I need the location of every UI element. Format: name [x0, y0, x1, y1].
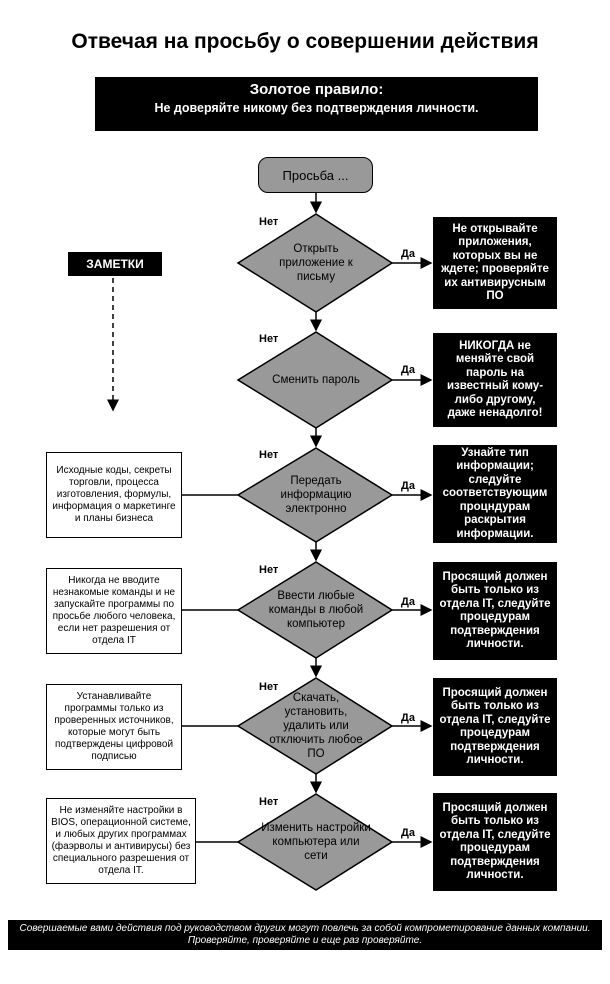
yes-label-1: Да: [401, 248, 415, 260]
decision-diamond-5: [236, 677, 394, 775]
no-label-5: Нет: [259, 681, 279, 693]
note-box-6: Не изменяйте настройки в BIOS, операцион…: [46, 798, 196, 884]
action-box-1: Не открывайте приложения, которых вы не …: [433, 217, 557, 309]
decision-label-1: Открыть приложение к письму: [279, 243, 353, 283]
yes-label-2: Да: [401, 364, 415, 376]
no-label-2: Нет: [259, 333, 279, 345]
decision-diamond-2: [236, 331, 394, 429]
no-label-3: Нет: [259, 449, 279, 461]
decision-diamond-3: [236, 447, 394, 543]
note-box-4: Никогда не вводите незнакомые команды и …: [46, 568, 182, 654]
golden-rule-text: Не доверяйте никому без подтверждения ли…: [154, 101, 479, 115]
decision-label-4: Ввести любые команды в любой компьютер: [268, 590, 364, 630]
no-label-6: Нет: [259, 796, 279, 808]
golden-rule-box: Золотое правило: Не доверяйте никому без…: [95, 77, 538, 131]
yes-label-6: Да: [401, 827, 415, 839]
yes-label-5: Да: [401, 712, 415, 724]
action-box-3: Узнайте тип информации; следуйте соответ…: [433, 445, 557, 543]
note-box-3: Исходные коды, секреты торговли, процесс…: [46, 452, 182, 538]
decision-diamond-4: [236, 561, 394, 659]
yes-label-3: Да: [401, 480, 415, 492]
notes-label: ЗАМЕТКИ: [68, 252, 162, 276]
decision-label-6: Изменить настройки компьютера или сети: [261, 822, 371, 862]
action-box-2: НИКОГДА не меняйте свой пароль на извест…: [433, 333, 557, 427]
decision-diamond-1: [236, 213, 394, 313]
note-box-5: Устанавливайте программы только из прове…: [46, 684, 182, 770]
decision-diamond-6: [236, 793, 394, 891]
start-node: Просьба ...: [258, 157, 373, 193]
action-box-4: Просящий должен быть только из отдела IT…: [433, 562, 557, 660]
golden-rule-title: Золотое правило:: [249, 81, 384, 98]
action-box-5: Просящий должен быть только из отдела IT…: [433, 678, 557, 776]
no-label-1: Нет: [259, 216, 279, 228]
no-label-4: Нет: [259, 564, 279, 576]
page-title: Отвечая на просьбу о совершении действия: [71, 30, 539, 53]
yes-label-4: Да: [401, 596, 415, 608]
footer-warning: Совершаемые вами действия под руководств…: [8, 920, 602, 950]
action-box-6: Просящий должен быть только из отдела IT…: [433, 793, 557, 891]
decision-label-2: Сменить пароль: [272, 374, 360, 386]
decision-label-3: Передать информацию электронно: [280, 475, 352, 515]
decision-label-5: Скачать, установить, удалить или отключи…: [269, 692, 363, 760]
